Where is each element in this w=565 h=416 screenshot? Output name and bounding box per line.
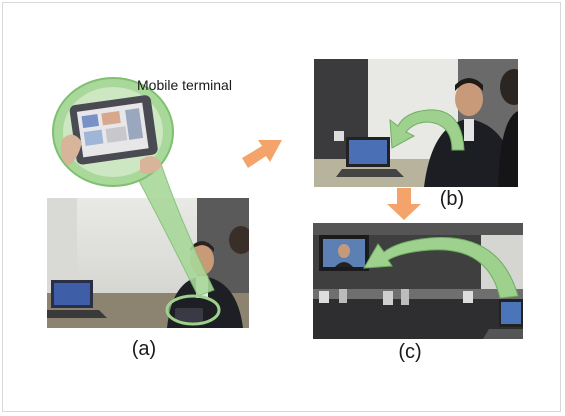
orange-right-arrow-icon <box>242 140 282 168</box>
phone-highlight-ring <box>165 294 221 326</box>
photo-panel-a <box>47 198 249 328</box>
green-curved-arrow-icon <box>363 236 519 299</box>
orange-down-arrow-icon <box>387 188 421 220</box>
panel-b-label: (b) <box>439 188 465 210</box>
panel-c-label: (c) <box>398 341 422 363</box>
figure-frame <box>2 2 561 412</box>
mobile-terminal-magnifier-icon <box>52 77 174 187</box>
panel-a-label: (a) <box>131 338 157 360</box>
green-curved-arrow-icon <box>389 109 465 151</box>
callout-label: Mobile terminal <box>137 77 232 93</box>
